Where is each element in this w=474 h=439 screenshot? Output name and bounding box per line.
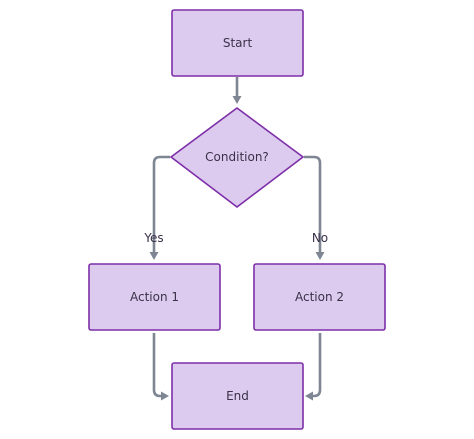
nodes: Start Condition? Action 1 Action 2 End: [88, 9, 386, 430]
node-end-label: End: [226, 389, 249, 403]
node-action2: Action 2: [253, 263, 386, 331]
edge-label-no: No: [312, 231, 328, 245]
node-action2-label: Action 2: [295, 290, 344, 304]
edge-condition-to-action2: No: [304, 155, 328, 260]
node-condition-label: Condition?: [205, 150, 269, 164]
edge-action2-to-end: [305, 333, 322, 401]
node-end: End: [171, 362, 304, 430]
edge-label-yes: Yes: [143, 231, 163, 245]
node-action1-label: Action 1: [130, 290, 179, 304]
edge-condition-to-action1: Yes: [143, 155, 170, 260]
edge-action1-to-end: [152, 333, 169, 401]
node-start-label: Start: [223, 36, 253, 50]
node-action1: Action 1: [88, 263, 221, 331]
node-start: Start: [171, 9, 304, 77]
node-condition: Condition?: [169, 107, 305, 209]
edges: Yes No: [143, 77, 328, 401]
edge-start-to-condition: [232, 77, 242, 104]
